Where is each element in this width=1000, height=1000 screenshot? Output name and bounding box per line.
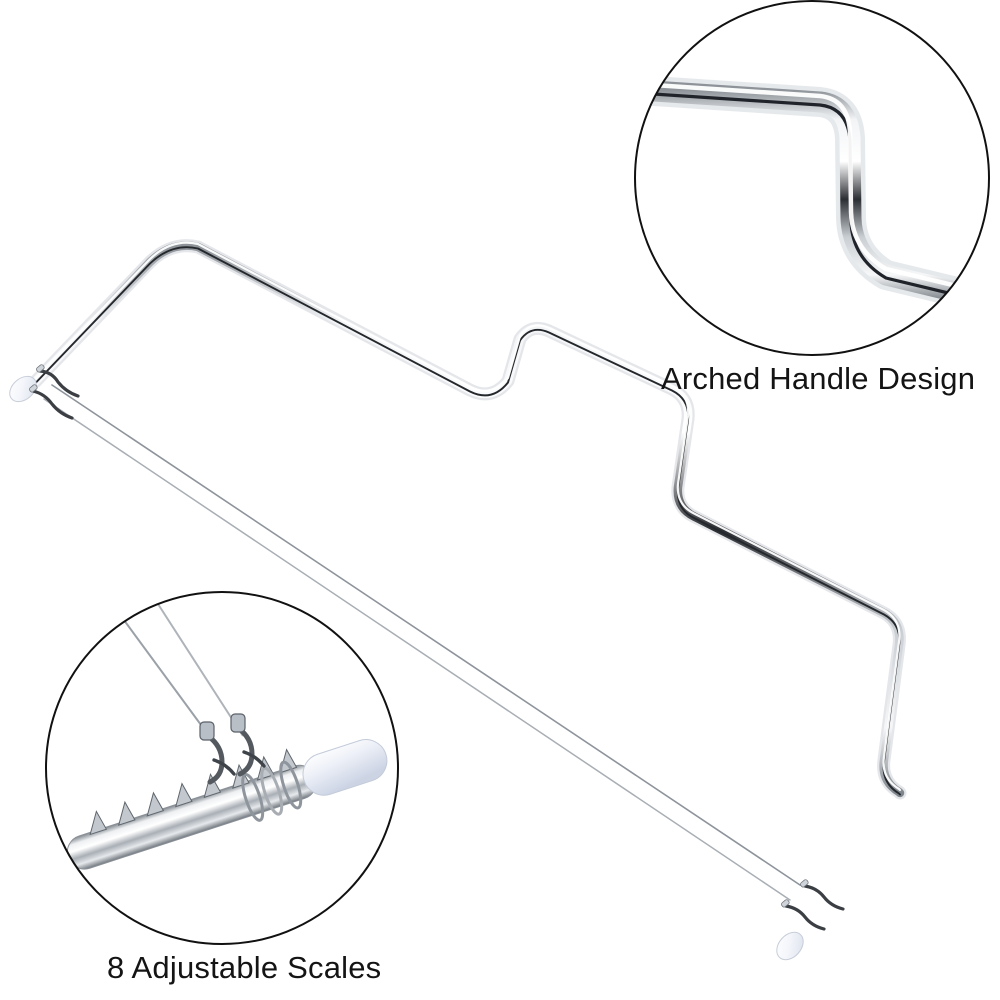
- callout-wire-b: [157, 603, 244, 737]
- scale-notch: [203, 772, 222, 799]
- callout-arched-handle: [634, 0, 990, 356]
- slider-ring: [279, 760, 303, 810]
- scale-notch: [89, 810, 108, 836]
- wire-clamp-group: [199, 713, 266, 785]
- arched-handle-frame: [29, 239, 907, 800]
- callout-white-handle: [302, 739, 388, 796]
- scale-notch: [175, 782, 193, 808]
- cutting-wire-group: [43, 384, 801, 901]
- slider-ring: [260, 766, 284, 816]
- cutting-wire-lower: [43, 398, 791, 901]
- callout-label-arched-handle: Arched Handle Design: [661, 361, 976, 396]
- callout-circle-arched-handle: [634, 0, 990, 356]
- wire-anchor-clip: [781, 899, 826, 931]
- wire-anchor-clip: [36, 364, 80, 398]
- frame-highlight-line: [34, 241, 902, 792]
- cutting-wire-upper: [51, 384, 801, 886]
- scale-notch: [117, 800, 136, 826]
- callout-circle-adjustable-scales: [45, 591, 399, 945]
- wire-anchor-clip-group: [29, 364, 845, 931]
- slider-ring-group: [241, 760, 303, 822]
- white-end-cap-left: [9, 375, 37, 403]
- callout-zbend-highlight: [635, 81, 989, 297]
- scale-notch: [146, 791, 165, 817]
- slider-ring: [241, 772, 265, 822]
- callout-wire-a: [117, 611, 216, 745]
- wire-anchor-clip: [800, 879, 845, 911]
- callout-adjustable-scales: [45, 591, 399, 945]
- wire-anchor-clip: [29, 384, 74, 420]
- callout-label-adjustable-scales: 8 Adjustable Scales: [107, 950, 382, 985]
- white-end-cap-right: [776, 931, 804, 961]
